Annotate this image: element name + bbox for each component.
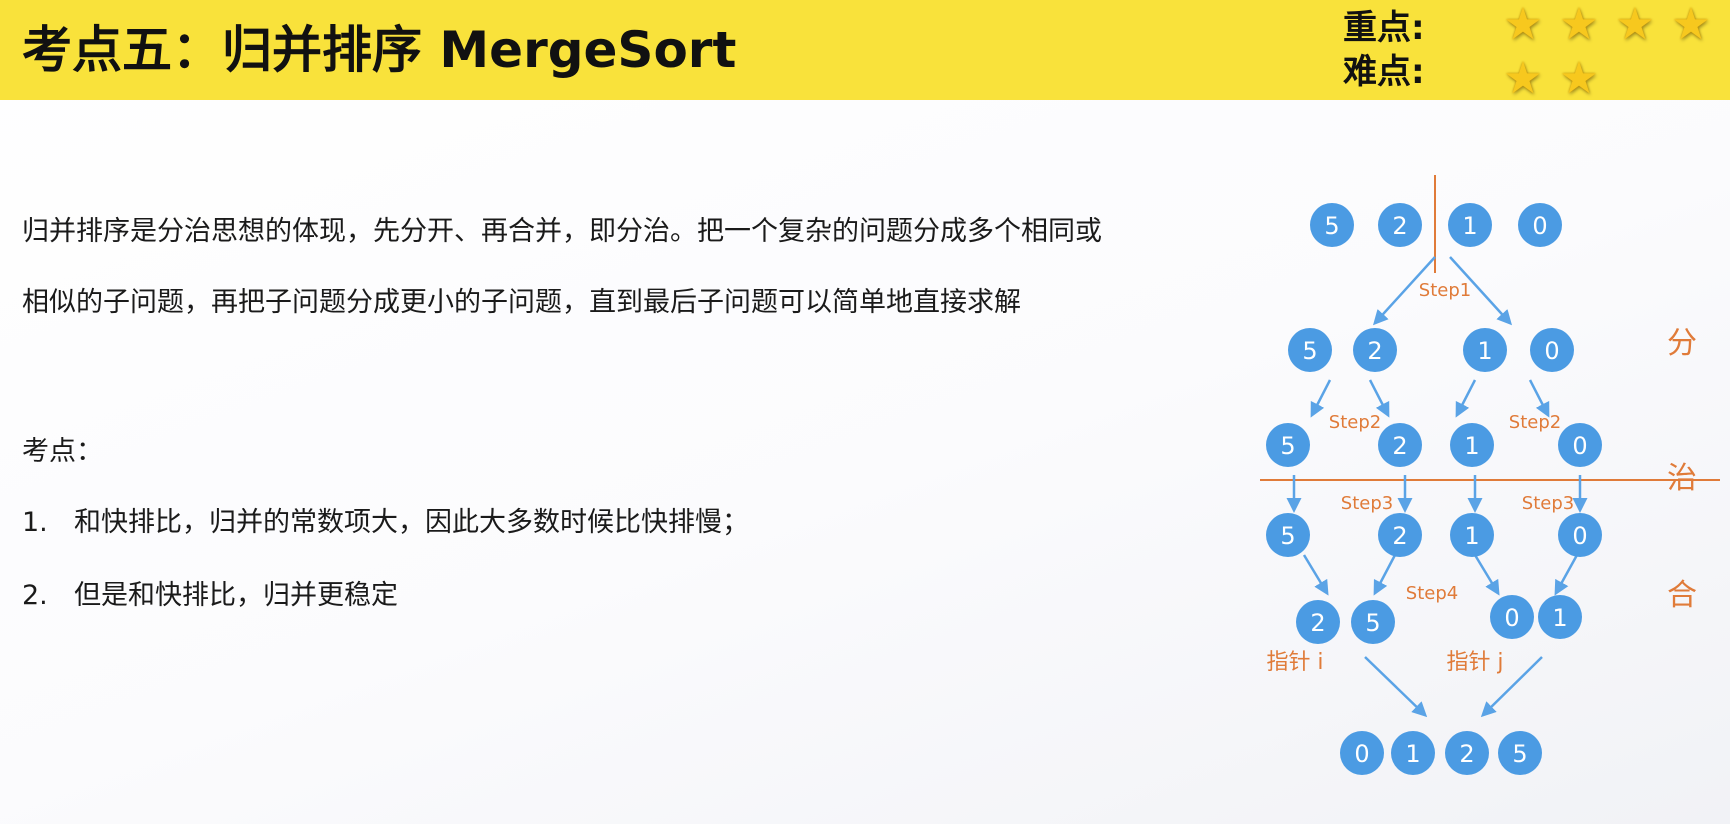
array-node: [1296, 600, 1340, 644]
star-icon: ★: [1671, 0, 1711, 50]
array-node: [1391, 731, 1435, 775]
node-value: 5: [1324, 212, 1339, 240]
arrow: [1372, 256, 1436, 326]
pointer-label: 指针 i: [1266, 650, 1323, 675]
arrow: [1554, 554, 1579, 596]
node-value: 2: [1392, 212, 1407, 240]
header-bar: 考点五：归并排序 MergeSort 重点: ★ ★ ★ ★ 难点: ★ ★: [0, 0, 1730, 102]
intro-line-2: 相似的子问题，再把子问题分成更小的子问题，直到最后子问题可以简单地直接求解: [22, 287, 1021, 318]
array-node: [1353, 328, 1397, 372]
array-node: [1288, 328, 1332, 372]
array-node: [1445, 731, 1489, 775]
point-text: 和快排比，归并的常数项大，因此大多数时候比快排慢；: [74, 507, 749, 538]
node-value: 2: [1392, 432, 1407, 460]
array-node: [1518, 203, 1562, 247]
array-node: [1378, 423, 1422, 467]
node-value: 1: [1464, 432, 1479, 460]
array-node: [1530, 328, 1574, 372]
page-title: 考点五：归并排序 MergeSort: [22, 21, 737, 79]
step-label: Step2: [1509, 412, 1561, 433]
array-node: [1448, 203, 1492, 247]
node-value: 0: [1572, 432, 1587, 460]
array-node: [1558, 513, 1602, 557]
array-node: [1266, 423, 1310, 467]
arrow: [1449, 256, 1513, 326]
arrow: [1480, 656, 1543, 718]
points-heading: 考点：: [22, 436, 103, 467]
node-value: 2: [1459, 740, 1474, 768]
node-value: 0: [1544, 337, 1559, 365]
node-value: 5: [1280, 432, 1295, 460]
array-node: [1450, 513, 1494, 557]
node-value: 5: [1280, 522, 1295, 550]
node-value: 1: [1464, 522, 1479, 550]
pointer-label: 指针 j: [1446, 650, 1503, 675]
star-icon: ★: [1503, 53, 1543, 104]
node-value: 2: [1310, 609, 1325, 637]
node-value: 2: [1367, 337, 1382, 365]
stage-label: 合: [1667, 578, 1697, 613]
node-value: 1: [1552, 604, 1567, 632]
star-icon: ★: [1559, 53, 1599, 104]
array-node: [1558, 423, 1602, 467]
step-label: Step3: [1341, 493, 1393, 514]
node-value: 0: [1572, 522, 1587, 550]
stage-label: 治: [1667, 461, 1697, 496]
node-value: 5: [1365, 609, 1380, 637]
array-node: [1498, 731, 1542, 775]
step-label: Step3: [1522, 493, 1574, 514]
difficulty-label: 难点:: [1343, 52, 1425, 92]
point-item: 1. 和快排比，归并的常数项大，因此大多数时候比快排慢；: [22, 503, 749, 543]
array-node: [1340, 731, 1384, 775]
arrow: [1528, 379, 1550, 418]
node-value: 1: [1477, 337, 1492, 365]
arrow: [1455, 379, 1477, 418]
arrow: [1368, 379, 1390, 418]
importance-label: 重点:: [1343, 8, 1425, 48]
star-icon: ★: [1559, 0, 1599, 50]
array-node: [1490, 595, 1534, 639]
arrow: [1364, 656, 1428, 718]
node-value: 0: [1354, 740, 1369, 768]
array-node: [1310, 203, 1354, 247]
node-value: 2: [1392, 522, 1407, 550]
arrow: [1302, 554, 1329, 596]
array-node: [1378, 203, 1422, 247]
arrow: [1473, 554, 1500, 596]
step-label: Step1: [1419, 280, 1471, 301]
node-value: 0: [1504, 604, 1519, 632]
point-text: 但是和快排比，归并更稳定: [74, 580, 398, 611]
step-label: Step4: [1406, 583, 1458, 604]
node-value: 0: [1532, 212, 1547, 240]
node-value: 1: [1405, 740, 1420, 768]
point-number: 2.: [22, 580, 48, 611]
intro-line-1: 归并排序是分治思想的体现，先分开、再合并，即分治。把一个复杂的问题分成多个相同或: [22, 216, 1102, 247]
array-node: [1266, 513, 1310, 557]
star-icon: ★: [1615, 0, 1655, 50]
node-value: 1: [1462, 212, 1477, 240]
step-label: Step2: [1329, 412, 1381, 433]
array-node: [1351, 600, 1395, 644]
array-node: [1450, 423, 1494, 467]
arrow: [1310, 379, 1332, 418]
array-node: [1378, 513, 1422, 557]
point-number: 1.: [22, 507, 48, 538]
importance-stars: ★ ★ ★ ★: [1500, 2, 1714, 48]
difficulty-stars: ★ ★: [1500, 56, 1602, 102]
array-node: [1463, 328, 1507, 372]
stage-label: 分: [1667, 326, 1697, 361]
arrow: [1373, 554, 1397, 596]
array-node: [1538, 595, 1582, 639]
node-value: 5: [1302, 337, 1317, 365]
star-icon: ★: [1503, 0, 1543, 50]
node-value: 5: [1512, 740, 1527, 768]
point-item: 2. 但是和快排比，归并更稳定: [22, 576, 398, 616]
